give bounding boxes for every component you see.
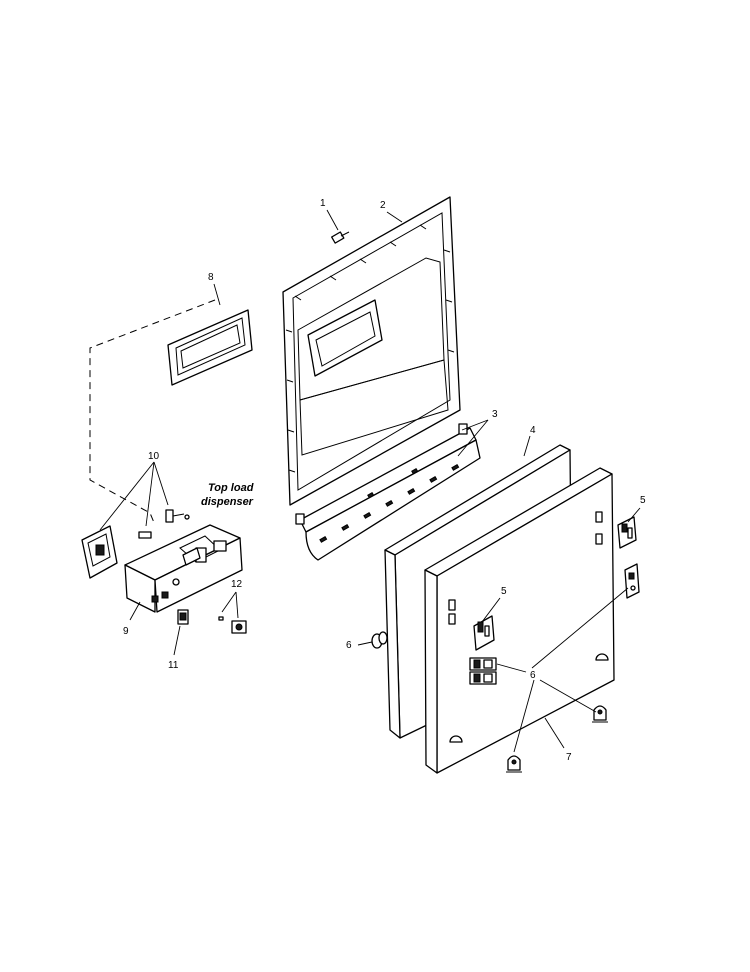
callout-1: 1 — [320, 198, 326, 209]
vent-strip — [295, 423, 481, 561]
hinge-bracket-left — [506, 755, 522, 773]
bracket-right-upper — [624, 563, 640, 599]
callout-10: 10 — [148, 451, 160, 462]
dispenser-door — [81, 525, 118, 579]
inner-door-liner — [282, 196, 461, 506]
door-latch-lower — [473, 615, 495, 651]
dispenser-gasket — [167, 309, 253, 386]
liner-edge-ticks — [285, 224, 455, 473]
callout-4: 4 — [530, 425, 536, 436]
outer-door-panel — [424, 467, 615, 774]
callout-8: 8 — [208, 272, 214, 283]
seal-part — [218, 616, 247, 634]
callout-5-upper: 5 — [640, 495, 646, 506]
vent-slots — [319, 463, 460, 543]
top-load-dispenser — [124, 524, 243, 613]
callout-9: 9 — [123, 626, 129, 637]
dispenser-spring — [165, 509, 190, 523]
assembly-dashed-line — [89, 299, 216, 526]
dispenser-clip — [138, 531, 152, 539]
callout-3: 3 — [492, 409, 498, 420]
callout-11: 11 — [168, 660, 179, 671]
callout-2: 2 — [380, 200, 386, 211]
note-line-2: dispenser — [201, 496, 254, 508]
note-line-1: Top load — [208, 482, 254, 494]
callout-7: 7 — [566, 752, 572, 763]
callout-6-right: 6 — [530, 670, 536, 681]
callout-5-lower: 5 — [501, 586, 507, 597]
door-plug — [371, 631, 388, 649]
screw-part — [331, 231, 350, 244]
rinse-aid-cap — [177, 609, 189, 625]
callout-12: 12 — [231, 579, 243, 590]
hinge-bracket-right — [592, 705, 608, 723]
bracket-center — [469, 657, 497, 685]
callout-6-left: 6 — [346, 640, 352, 651]
leader-lines — [99, 209, 641, 753]
door-latch-upper — [617, 516, 637, 549]
